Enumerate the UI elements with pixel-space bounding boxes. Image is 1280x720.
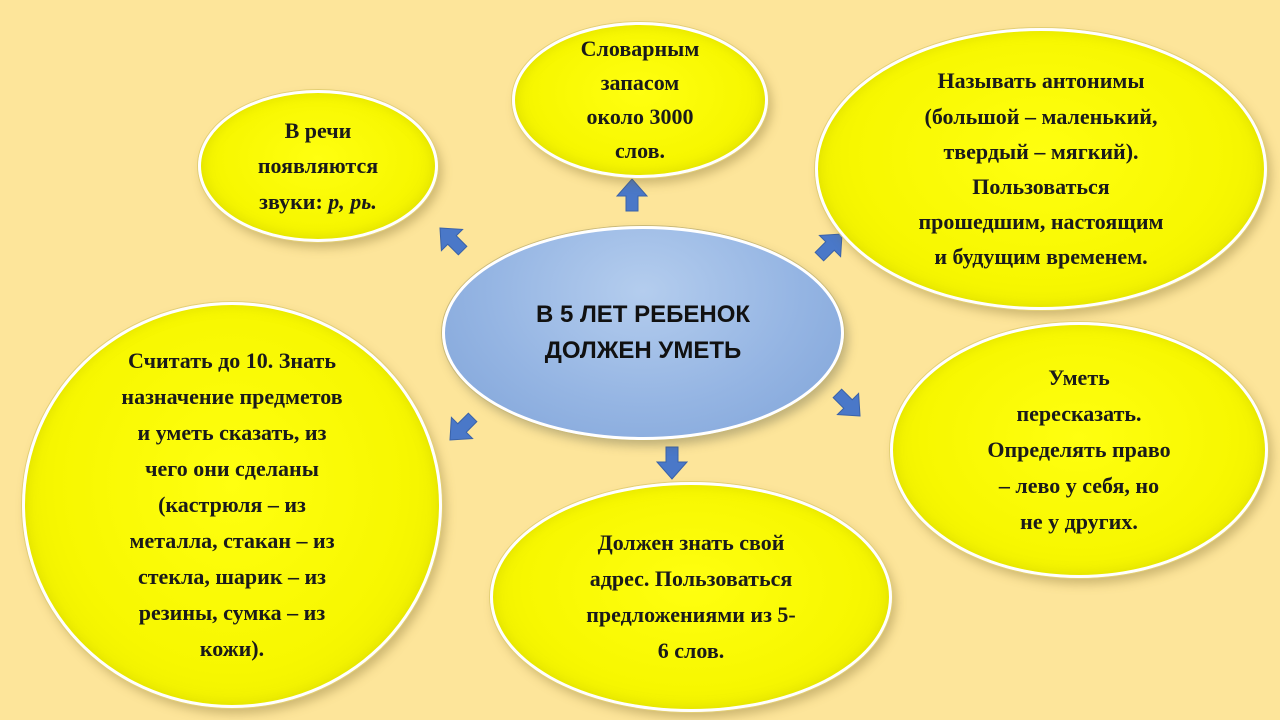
bubble-vocabulary: Словарным запасом около 3000 слов. [512, 22, 768, 178]
center-title-line-2: ДОЛЖЕН УМЕТЬ [544, 337, 742, 364]
bubble-speech-text: В речи появляются звуки: р, рь. [257, 117, 379, 214]
arrow-down-left-icon [449, 412, 478, 441]
arrow-up-left-icon [439, 227, 468, 256]
arrow-down-right-icon [832, 388, 861, 417]
bubble-vocabulary-text: Словарным запасом около 3000 слов. [580, 35, 700, 164]
bubble-address-text: Должен знать свой адрес. Пользоваться пр… [586, 529, 796, 664]
bubble-speech-sounds-italic: р, рь. [328, 188, 377, 214]
bubble-antonyms-text: Называть антонимы (большой – маленький, … [918, 68, 1164, 270]
arrow-up-right-icon [814, 233, 843, 262]
bubble-counting: Считать до 10. Знать назначение предмето… [22, 302, 442, 708]
bubble-speech-sounds: В речи появляются звуки: р, рь. [198, 90, 438, 242]
bubble-counting-text: Считать до 10. Знать назначение предмето… [121, 347, 343, 662]
center-title-ellipse: В 5 ЛЕТ РЕБЕНОК ДОЛЖЕН УМЕТЬ [442, 226, 844, 440]
bubble-antonyms: Называть антонимы (большой – маленький, … [815, 28, 1267, 310]
bubble-retell-text: Уметь пересказать. Определять право – ле… [987, 364, 1171, 535]
bubble-retell: Уметь пересказать. Определять право – ле… [890, 322, 1268, 578]
arrow-up-icon [615, 178, 649, 212]
center-title-line-1: В 5 ЛЕТ РЕБЕНОК [535, 301, 751, 328]
arrow-down-icon [655, 446, 689, 480]
bubble-address: Должен знать свой адрес. Пользоваться пр… [490, 482, 892, 712]
